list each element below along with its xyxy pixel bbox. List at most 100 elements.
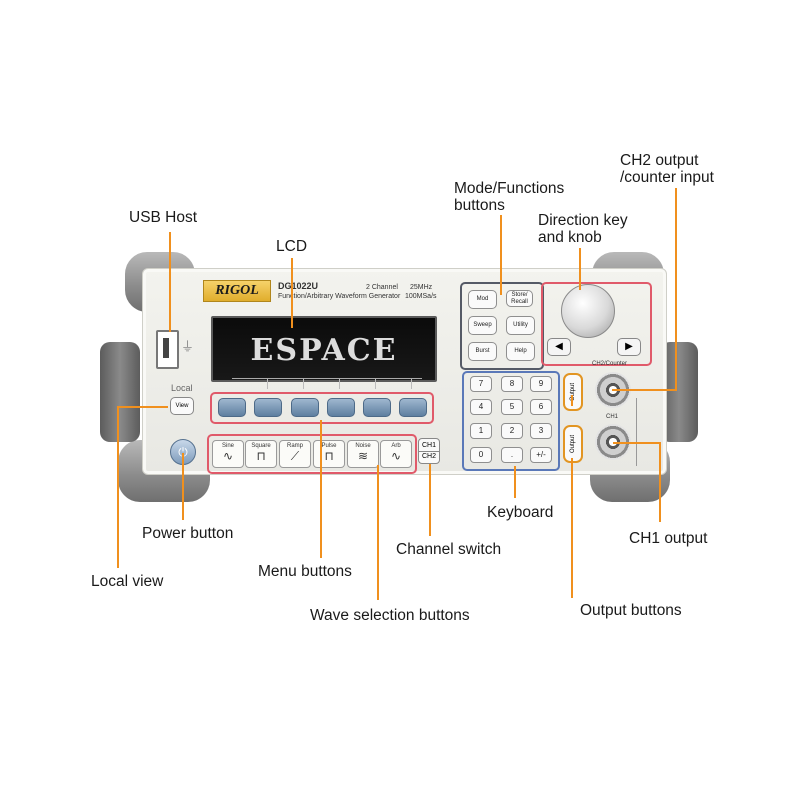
brand-logo: RIGOL xyxy=(203,280,271,302)
key-5[interactable]: 5 xyxy=(501,399,523,415)
key-3[interactable]: 3 xyxy=(530,423,552,439)
ch1-port-label: CH1 xyxy=(606,414,619,420)
pulse-wave-icon: ⊓ xyxy=(324,449,334,463)
menu-buttons-highlight xyxy=(210,392,434,424)
model-subtitle: Function/Arbitrary Waveform Generator xyxy=(278,293,401,300)
key-6-label: 6 xyxy=(538,402,544,411)
arrow-left-icon: ◀ xyxy=(555,341,563,352)
menu-button-4[interactable] xyxy=(327,398,355,417)
arb-wave-icon: ∿ xyxy=(390,449,402,463)
spec-frequency: 25MHz xyxy=(410,284,433,291)
power-button[interactable]: ⏻ xyxy=(170,439,196,465)
pulse-button[interactable]: Pulse ⊓ xyxy=(313,440,345,468)
local-view-label: Local view xyxy=(91,573,164,590)
arb-button[interactable]: Arb ∿ xyxy=(380,440,412,468)
help-button[interactable]: Help xyxy=(506,342,535,361)
arrow-right-button[interactable]: ▶ xyxy=(617,338,641,356)
sweep-label: Sweep xyxy=(473,322,492,328)
key-7[interactable]: 7 xyxy=(470,376,492,392)
ch1-output-label: Output xyxy=(570,434,576,454)
ch2-switch-label: CH2 xyxy=(419,451,439,462)
channel-switch-label: Channel switch xyxy=(396,541,502,558)
utility-label: Utility xyxy=(513,322,528,328)
sine-button[interactable]: Sine ∿ xyxy=(212,440,244,468)
ch2-output-label-1: CH2 output xyxy=(620,152,699,169)
spec-channels: 2 Channel xyxy=(366,284,398,291)
sine-label: Sine xyxy=(221,443,234,449)
channel-switch-button[interactable]: CH1 CH2 xyxy=(418,438,440,464)
local-label: Local xyxy=(171,383,193,393)
ch2-port-label: CH2/Counter xyxy=(592,361,628,367)
square-wave-icon: ⊓ xyxy=(256,449,266,463)
lcd-text: ESPACE xyxy=(250,333,398,368)
menu-button-5[interactable] xyxy=(363,398,391,417)
mode-functions-label-2: buttons xyxy=(454,197,505,214)
sweep-button[interactable]: Sweep xyxy=(468,316,497,335)
wave-selection-label: Wave selection buttons xyxy=(310,607,470,624)
lcd-bezel-ticks xyxy=(232,378,422,389)
key-decimal[interactable]: . xyxy=(501,447,523,463)
view-button[interactable]: View xyxy=(170,397,194,415)
spec-sample-rate: 100MSa/s xyxy=(405,293,437,300)
key-4[interactable]: 4 xyxy=(470,399,492,415)
usb-icon: ⏚ xyxy=(181,339,195,354)
output-buttons-label: Output buttons xyxy=(580,602,682,619)
menu-button-3[interactable] xyxy=(291,398,319,417)
key-8[interactable]: 8 xyxy=(501,376,523,392)
ch2-bnc-connector[interactable] xyxy=(595,372,631,408)
arrow-right-icon: ▶ xyxy=(625,341,633,352)
key-1[interactable]: 1 xyxy=(470,423,492,439)
ramp-button[interactable]: Ramp ⟋ xyxy=(279,440,311,468)
menu-button-1[interactable] xyxy=(218,398,246,417)
lcd-display: ESPACE xyxy=(211,316,437,382)
lcd-label: LCD xyxy=(276,238,308,255)
key-4-label: 4 xyxy=(478,402,484,411)
ch1-output-button[interactable]: Output xyxy=(563,425,583,463)
key-0-label: 0 xyxy=(478,450,484,459)
square-button[interactable]: Square ⊓ xyxy=(245,440,277,468)
key-3-label: 3 xyxy=(538,426,544,435)
usb-port[interactable] xyxy=(156,330,179,369)
ground-icon xyxy=(636,398,637,466)
mod-button[interactable]: Mod xyxy=(468,290,497,309)
burst-button[interactable]: Burst xyxy=(468,342,497,361)
key-decimal-label: . xyxy=(510,450,514,459)
store-recall-button[interactable]: Store/ Recall xyxy=(506,290,533,307)
key-9-label: 9 xyxy=(538,379,544,388)
noise-label: Noise xyxy=(355,443,371,449)
arrow-left-button[interactable]: ◀ xyxy=(547,338,571,356)
sine-wave-icon: ∿ xyxy=(222,449,234,463)
store-recall-label: Store/ Recall xyxy=(511,292,528,305)
keyboard-highlight xyxy=(462,371,560,471)
ch1-output-label: CH1 output xyxy=(629,530,708,547)
menu-button-2[interactable] xyxy=(254,398,282,417)
mode-buttons-highlight xyxy=(460,282,544,370)
key-6[interactable]: 6 xyxy=(530,399,552,415)
square-label: Square xyxy=(251,443,271,449)
key-2[interactable]: 2 xyxy=(501,423,523,439)
key-0[interactable]: 0 xyxy=(470,447,492,463)
noise-button[interactable]: Noise ≋ xyxy=(347,440,379,468)
power-button-label: Power button xyxy=(142,525,234,542)
ch1-switch-label: CH1 xyxy=(421,442,436,449)
left-handle xyxy=(100,342,140,442)
ch2-output-label-2: /counter input xyxy=(620,169,714,186)
keyboard-label: Keyboard xyxy=(487,504,554,521)
ch1-bnc-connector[interactable] xyxy=(595,424,631,460)
wave-buttons-highlight xyxy=(207,434,417,474)
key-plus-minus[interactable]: +/- xyxy=(530,447,552,463)
utility-button[interactable]: Utility xyxy=(506,316,535,335)
rotary-knob[interactable] xyxy=(561,284,615,338)
ch2-output-button[interactable]: Output xyxy=(563,373,583,411)
menu-button-6[interactable] xyxy=(399,398,427,417)
mod-label: Mod xyxy=(476,296,489,302)
menu-buttons-label: Menu buttons xyxy=(258,563,352,580)
key-1-label: 1 xyxy=(478,426,484,435)
power-icon: ⏻ xyxy=(178,445,188,459)
key-5-label: 5 xyxy=(509,402,515,411)
ramp-wave-icon: ⟋ xyxy=(290,449,300,463)
burst-label: Burst xyxy=(475,348,490,354)
pulse-label: Pulse xyxy=(321,443,337,449)
help-label: Help xyxy=(514,348,527,354)
key-9[interactable]: 9 xyxy=(530,376,552,392)
